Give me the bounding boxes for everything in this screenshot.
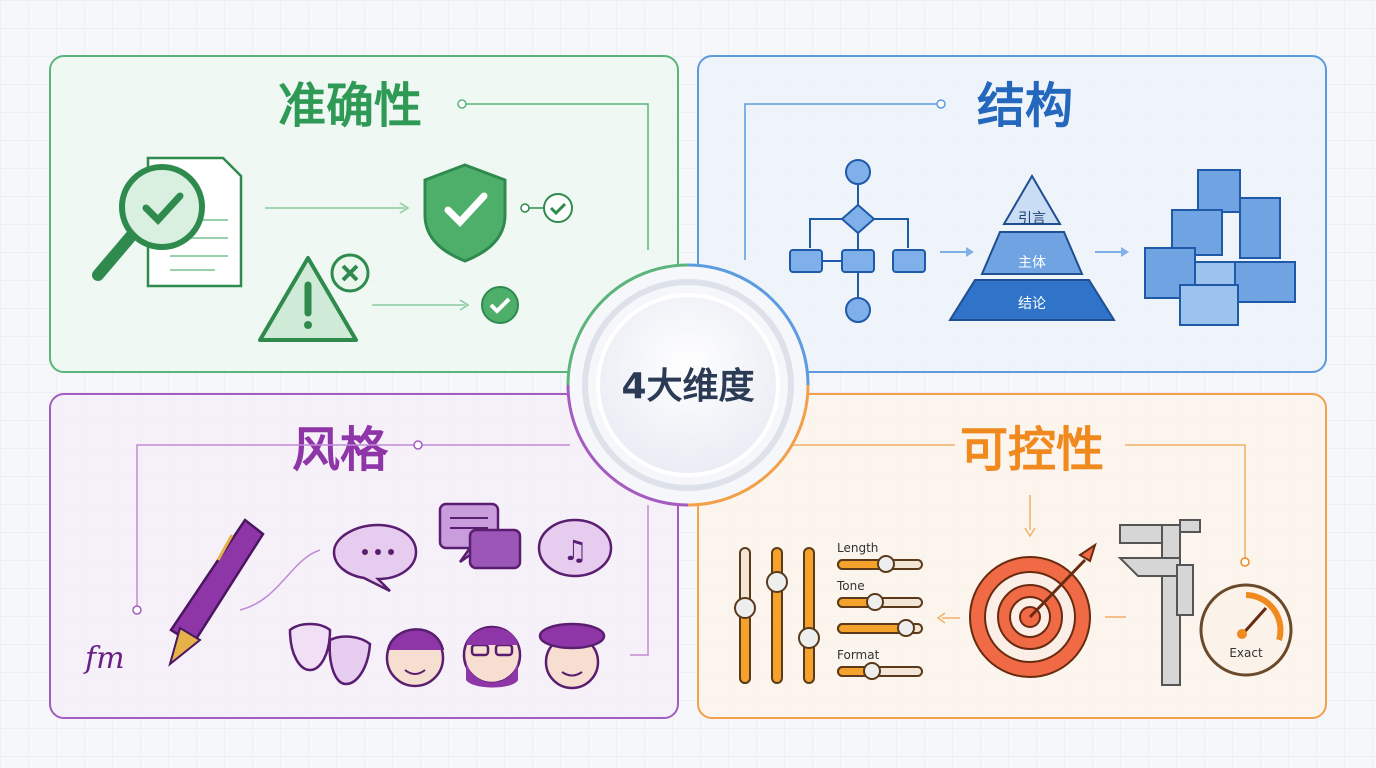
pyramid-level-body: 主体 [1018,255,1046,271]
caliper-icon [1117,519,1201,686]
speech-bubble-icon [332,523,418,593]
slider-label-format: Format [837,648,880,662]
slider-label-tone: Tone [836,579,865,593]
warning-x-icon [258,253,370,342]
structure-panel: 结构 引言 主体 结论 [697,55,1327,373]
center-label: 4大维度 [621,366,754,407]
style-title: 风格 [292,422,389,478]
pyramid-icon: 引言 主体 结论 [948,174,1116,321]
beret-face-icon [538,622,606,690]
center-hub: 4大维度 [566,263,810,507]
shield-check-icon [423,163,507,263]
fountain-pen-icon [168,518,265,667]
sliders-icon[interactable]: Length Tone Format [734,541,923,684]
chat-bubbles-icon [438,502,522,570]
pyramid-level-conclusion: 结论 [1018,296,1046,312]
magnifier-check-document-icon [92,156,243,288]
blocks-icon [1144,169,1296,326]
style-panel: 风格 fm ♫ [49,393,679,719]
gauge-label: Exact [1229,646,1263,660]
accuracy-panel: 准确性 [49,55,679,373]
target-icon [969,542,1097,678]
check-circle-icon [481,286,519,324]
accuracy-title: 准确性 [278,78,422,134]
check-circle-icon [543,193,573,223]
slider-label-length: Length [837,541,878,555]
pyramid-level-intro: 引言 [1018,211,1046,227]
bearded-face-icon [462,625,522,688]
controllability-panel: 可控性 Length Tone Format [697,393,1327,719]
flowchart-icon [789,159,926,323]
svg-text:♫: ♫ [562,534,587,567]
theater-masks-icon [288,622,372,686]
structure-title: 结构 [977,78,1073,134]
music-bubble-icon: ♫ [537,518,613,578]
face-icon [385,628,445,688]
controllability-title: 可控性 [960,422,1104,478]
gauge-icon: Exact [1199,583,1293,677]
signature-icon: fm [83,641,125,676]
